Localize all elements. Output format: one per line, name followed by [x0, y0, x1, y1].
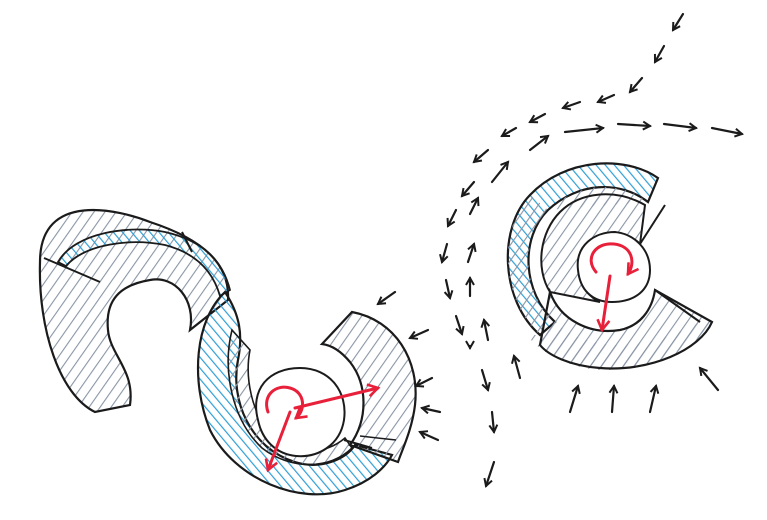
flow-arrow-5: [563, 102, 580, 108]
flow-arrow-24: [470, 198, 478, 214]
flow-arrow-1: [673, 14, 683, 30]
flow-arrow-11: [712, 128, 742, 134]
flow-arrow-27: [484, 320, 488, 340]
flow-arrow-14: [474, 150, 488, 162]
flow-arrow-13: [492, 162, 508, 182]
flow-arrow-16: [448, 210, 456, 226]
flow-arrow-28: [514, 356, 520, 378]
flow-arrow-32: [422, 408, 440, 412]
flow-arrow-37: [700, 368, 718, 390]
flow-arrow-29: [378, 292, 395, 304]
s-shaped-segmented-body: [40, 210, 416, 494]
flow-arrow-7: [502, 128, 516, 136]
flow-arrow-36: [650, 386, 656, 412]
flow-arrow-21: [482, 370, 488, 390]
flow-arrow-31: [416, 378, 432, 386]
flow-arrow-8: [565, 128, 603, 132]
flow-arrow-4: [598, 95, 614, 102]
flow-arrow-33: [420, 432, 438, 440]
flow-arrow-12: [530, 136, 548, 150]
flow-arrow-15: [462, 182, 474, 196]
flow-arrow-18: [446, 280, 450, 298]
flow-arrow-23: [486, 462, 494, 486]
flow-arrow-9: [618, 124, 650, 126]
flow-arrow-6: [530, 114, 545, 122]
flow-arrow-19: [456, 316, 462, 334]
flow-arrow-30: [410, 330, 428, 338]
flow-arrow-35: [612, 386, 614, 412]
flow-arrow-10: [664, 124, 696, 128]
flow-arrow-3: [630, 78, 642, 92]
flow-arrow-34: [570, 386, 578, 412]
flow-arrow-17: [442, 244, 447, 262]
flow-arrow-25: [468, 244, 474, 262]
flow-arrow-2: [655, 46, 664, 62]
c-shaped-segmented-body: [508, 163, 712, 370]
flow-arrow-22: [492, 412, 494, 432]
c-body-lower-block: [540, 290, 712, 368]
